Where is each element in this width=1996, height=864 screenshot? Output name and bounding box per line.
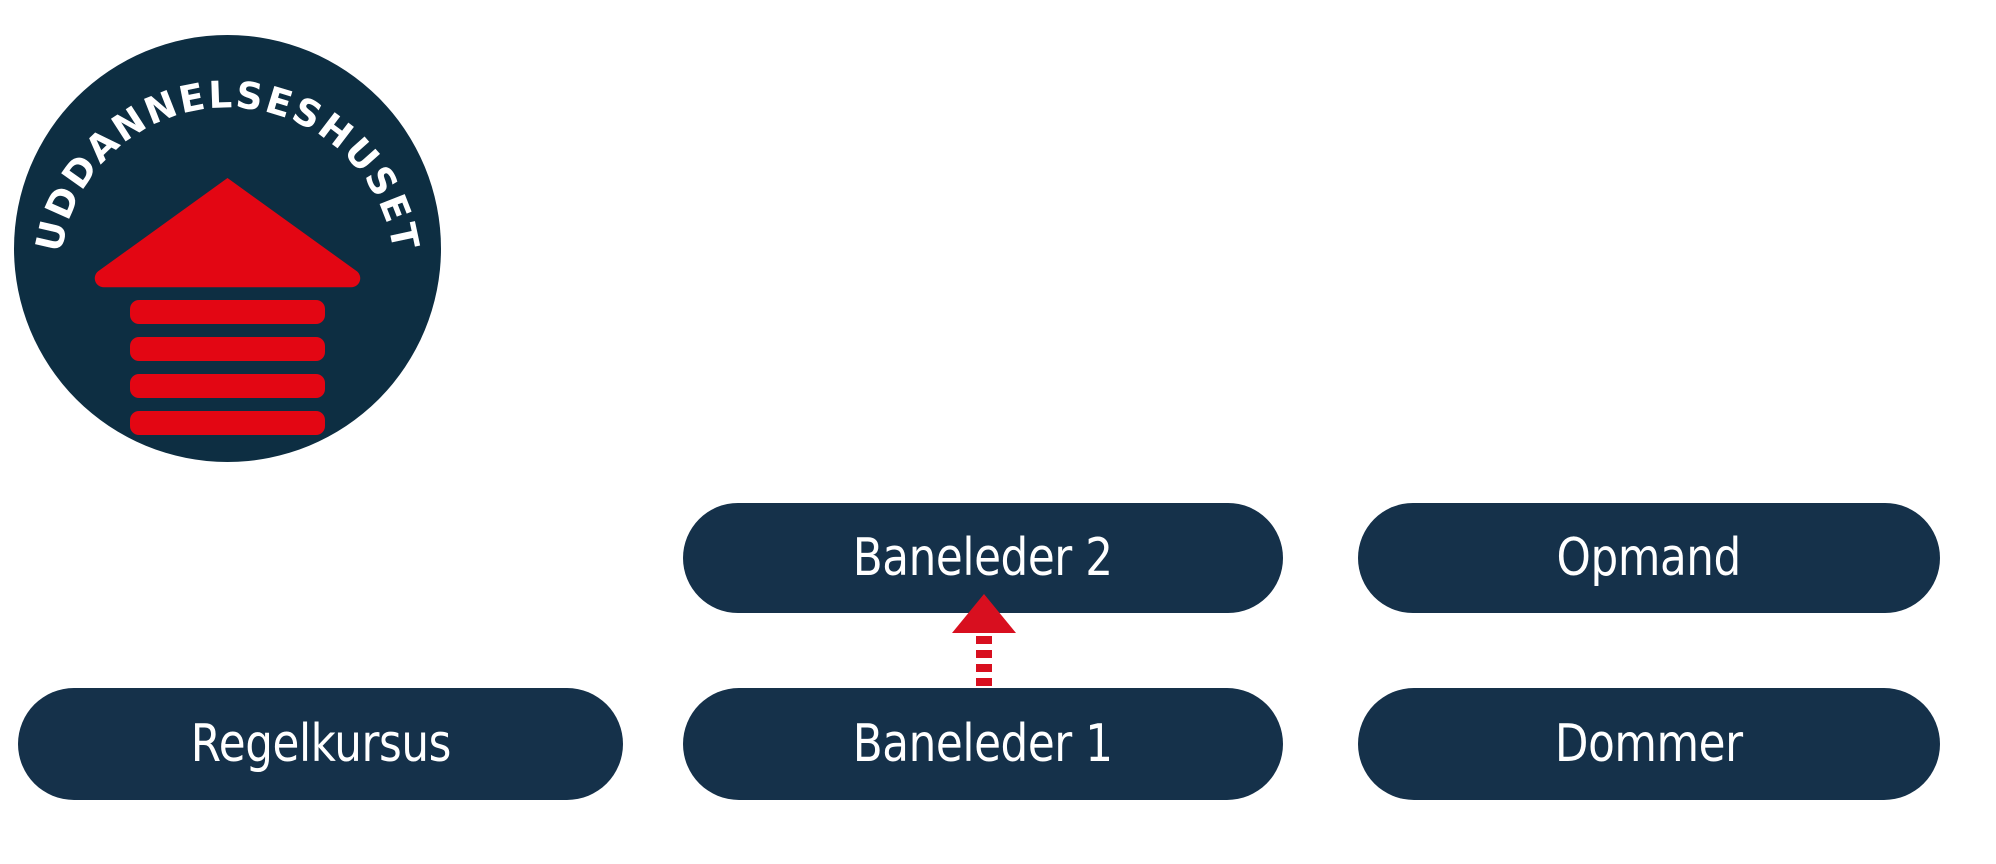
uddannelseshuset-logo: UDDANNELSESHUSET: [14, 35, 441, 462]
node-baneleder-1-label: Baneleder 1: [853, 714, 1113, 774]
node-opmand-label: Opmand: [1556, 528, 1742, 588]
node-regelkursus[interactable]: Regelkursus: [18, 688, 623, 800]
node-baneleder-2[interactable]: Baneleder 2: [683, 503, 1283, 613]
node-baneleder-1[interactable]: Baneleder 1: [683, 688, 1283, 800]
dashed-up-arrow-icon: [952, 594, 1016, 688]
logo-house-mark: [94, 178, 361, 435]
logo-bar-1: [130, 300, 325, 324]
node-dommer[interactable]: Dommer: [1358, 688, 1940, 800]
node-dommer-label: Dommer: [1555, 714, 1743, 774]
node-regelkursus-label: Regelkursus: [190, 714, 451, 774]
logo-bar-2: [130, 337, 325, 361]
logo-roof-icon: [94, 178, 361, 288]
connector-baneleder1-to-baneleder2: [945, 592, 1023, 690]
arrow-head-icon: [952, 594, 1016, 633]
node-opmand[interactable]: Opmand: [1358, 503, 1940, 613]
logo-bar-3: [130, 374, 325, 398]
node-baneleder-2-label: Baneleder 2: [853, 528, 1113, 588]
logo-mark-svg: UDDANNELSESHUSET: [27, 73, 425, 435]
logo-bar-4: [130, 411, 325, 435]
